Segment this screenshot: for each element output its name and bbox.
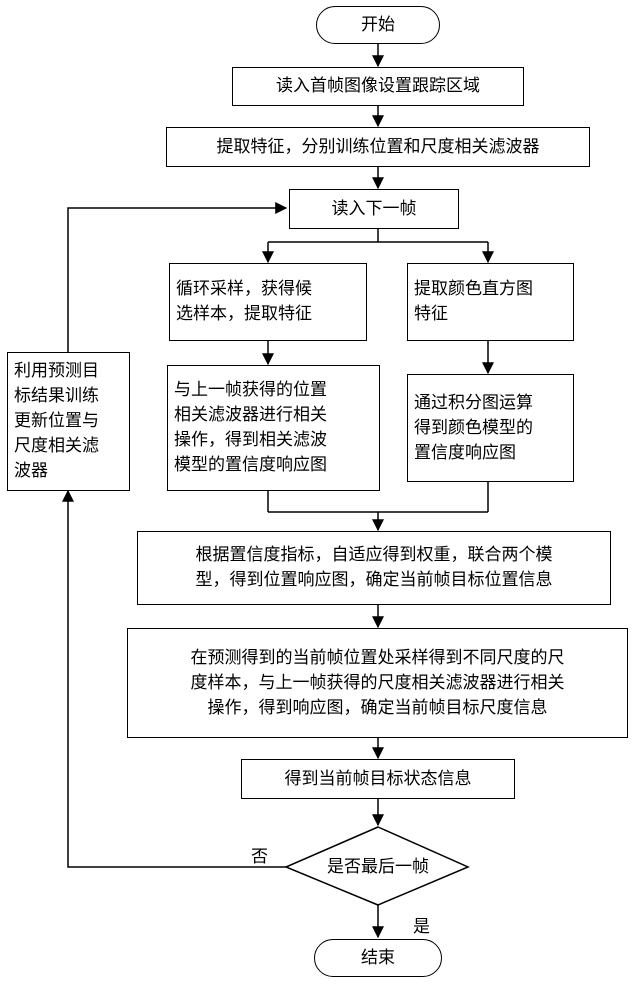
position-filter-node: 与上一帧获得的位置 相关滤波器进行相关 操作，得到相关滤波 模型的置信度响应图 [167,365,380,491]
scale-sampling-node: 在预测得到的当前帧位置处采样得到不同尺度的尺 度样本，与上一帧获得的尺度相关滤波… [127,628,628,738]
end-node: 结束 [314,939,442,977]
read-next-frame-node: 读入下一帧 [289,189,459,229]
extract-train-node: 提取特征，分别训练位置和尺度相关滤波器 [166,127,590,167]
integral-image-node: 通过积分图运算 得到颜色模型的 置信度响应图 [407,374,574,482]
is-last-frame-decision: 是否最后一帧 [296,852,460,882]
yes-label: 是 [413,912,430,937]
state-info-node: 得到当前帧目标状态信息 [241,759,515,799]
read-first-frame-node: 读入首帧图像设置跟踪区域 [232,67,524,106]
fuse-models-node: 根据置信度指标，自适应得到权重，联合两个模 型，得到位置响应图，确定当前帧目标位… [137,531,611,605]
update-model-node: 利用预测目 标结果训练 更新位置与 尺度相关滤 波器 [7,352,130,491]
cyclic-sampling-node: 循环采样，获得候 选样本，提取特征 [169,263,367,341]
no-label: 否 [251,842,268,867]
start-node: 开始 [316,6,440,44]
color-histogram-node: 提取颜色直方图 特征 [407,263,574,341]
